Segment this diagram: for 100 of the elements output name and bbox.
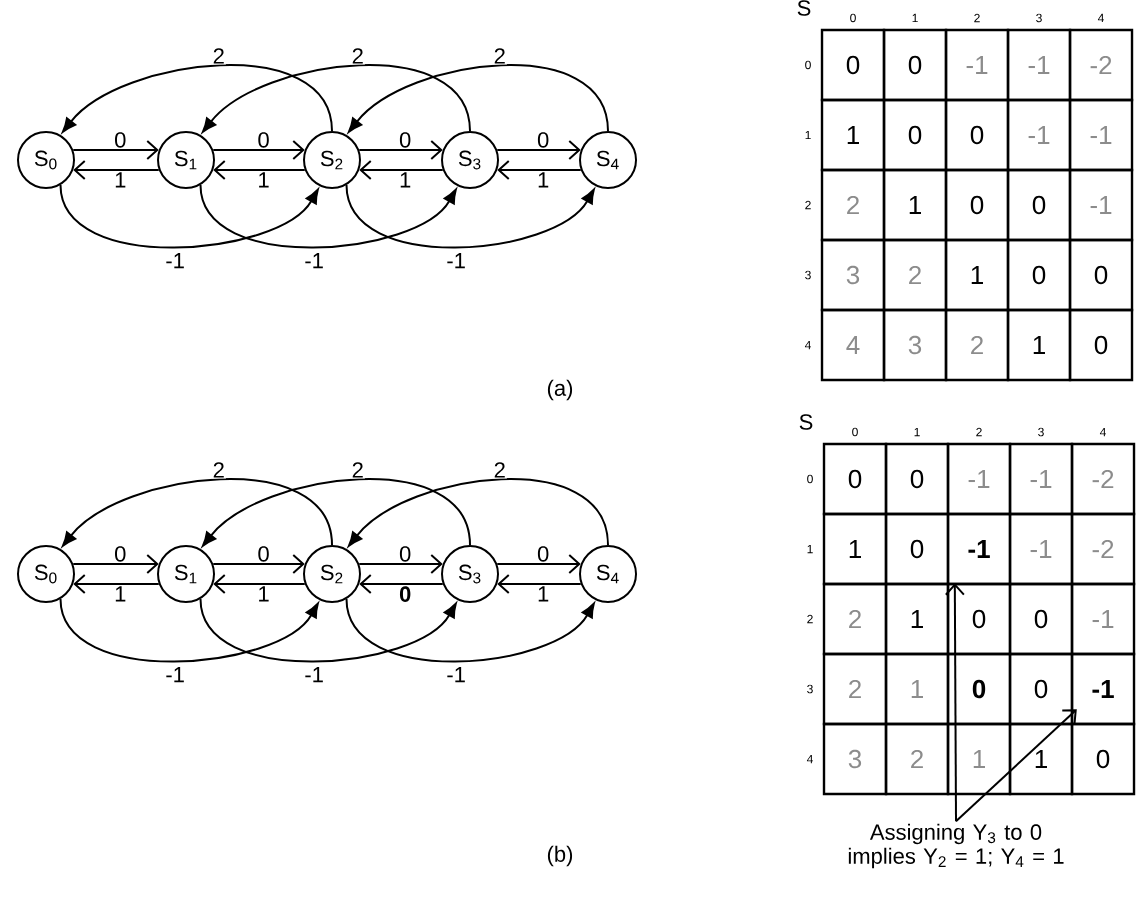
- table-cell: 1: [822, 512, 888, 586]
- arrow: [61, 478, 333, 547]
- edge-label: 0: [398, 131, 413, 149]
- edge-label: 0: [113, 545, 128, 563]
- table-cell: 0: [946, 582, 1012, 656]
- edge-label: 0: [113, 131, 128, 149]
- arrow: [345, 598, 595, 663]
- table-cell: -1: [1068, 168, 1134, 242]
- node-label: -1: [968, 540, 990, 558]
- edge-label: 0: [398, 545, 413, 563]
- arrow: [358, 140, 443, 161]
- edge-label: 2: [492, 461, 507, 479]
- table-cell: 0: [1006, 168, 1072, 242]
- arrow: [348, 478, 609, 547]
- arrow: [213, 573, 306, 594]
- table-cell: -1: [1008, 442, 1074, 516]
- table-cell: 1: [1006, 308, 1072, 382]
- table-cell: 0: [884, 512, 950, 586]
- arrow: [59, 184, 319, 249]
- edge-label: 0: [398, 585, 413, 603]
- arrow: [359, 573, 444, 594]
- table-label: S: [799, 414, 813, 430]
- table-cell: -1: [946, 442, 1012, 516]
- edge-label: 0: [536, 545, 551, 563]
- table-cell: 0: [1068, 308, 1134, 382]
- table-cell: 0: [944, 168, 1010, 242]
- arrow: [212, 140, 305, 161]
- table-cell: -1: [944, 28, 1010, 102]
- table-cell: 1: [884, 582, 950, 656]
- table-cell: 0: [882, 28, 948, 102]
- table-cell: 0: [1006, 238, 1072, 312]
- arrow: [72, 554, 159, 575]
- table-cell: -1: [1008, 512, 1074, 586]
- table-cell: 0: [944, 98, 1010, 172]
- arrow: [496, 140, 581, 161]
- table-cell: 0: [820, 28, 886, 102]
- table-cell: 1: [882, 168, 948, 242]
- edge-label: -1: [445, 252, 467, 270]
- table-cell: 1: [946, 722, 1012, 796]
- table-cell: 2: [822, 582, 888, 656]
- arrow: [358, 554, 443, 575]
- edge-label: 1: [256, 585, 271, 603]
- table-cell: 0: [946, 652, 1012, 726]
- edge-label: 2: [350, 47, 365, 65]
- table-cell: 0: [1068, 238, 1134, 312]
- table-cell: 0: [1008, 652, 1074, 726]
- arrow: [497, 159, 582, 180]
- arrow: [201, 64, 471, 133]
- edge-label: -1: [164, 252, 186, 270]
- edge-label: 1: [256, 171, 271, 189]
- table-label: S: [797, 0, 811, 16]
- edge-label: 2: [350, 461, 365, 479]
- arrow: [213, 159, 306, 180]
- table-cell: 1: [820, 98, 886, 172]
- table-cell: 2: [882, 238, 948, 312]
- arrow: [496, 554, 581, 575]
- edge-label: 1: [398, 171, 413, 189]
- table-cell: -2: [1070, 442, 1136, 516]
- arrow: [199, 184, 457, 249]
- table-cell: -1: [1006, 98, 1072, 172]
- annotation-text: Assigning Y$_{3}$ to 0 implies Y$_{2}$ = 1; Y$_{4}$ = 1: [848, 823, 1064, 869]
- table-cell: -1: [1070, 582, 1136, 656]
- table-cell: -2: [1070, 512, 1136, 586]
- table-cell: 3: [822, 722, 888, 796]
- table-cell: 2: [884, 722, 950, 796]
- edge-label: 0: [256, 131, 271, 149]
- table-cell: -2: [1068, 28, 1134, 102]
- table-cell: 0: [1008, 582, 1074, 656]
- table-cell: 3: [882, 308, 948, 382]
- arrow: [72, 140, 159, 161]
- edge-label: -1: [445, 666, 467, 684]
- arrow: [212, 554, 305, 575]
- table-cell: 1: [884, 652, 950, 726]
- edge-label: 1: [113, 585, 128, 603]
- table-cell: 0: [1070, 722, 1136, 796]
- arrow: [199, 598, 457, 663]
- table-cell: 4: [820, 308, 886, 382]
- arrow: [73, 159, 160, 180]
- arrow: [345, 184, 595, 249]
- arrow: [61, 64, 333, 133]
- table-cell: 0: [822, 442, 888, 516]
- edge-label: 1: [536, 585, 551, 603]
- arrow: [359, 159, 444, 180]
- panel-label: (b): [547, 845, 573, 867]
- table-cell: 2: [820, 168, 886, 242]
- edge-label: 2: [211, 47, 226, 65]
- table-cell: -1: [1006, 28, 1072, 102]
- panel-label: (a): [547, 379, 573, 401]
- table-cell: 0: [882, 98, 948, 172]
- arrow: [73, 573, 160, 594]
- edge-label: 0: [536, 131, 551, 149]
- leader-line: [944, 583, 965, 823]
- edge-label: 1: [536, 171, 551, 189]
- edge-label: -1: [303, 252, 325, 270]
- arrow: [201, 478, 471, 547]
- table-cell: 1: [1008, 722, 1074, 796]
- table-cell: -1: [1068, 98, 1134, 172]
- table-cell: 0: [884, 442, 950, 516]
- table-cell: -1: [1070, 652, 1136, 726]
- arrow: [497, 573, 582, 594]
